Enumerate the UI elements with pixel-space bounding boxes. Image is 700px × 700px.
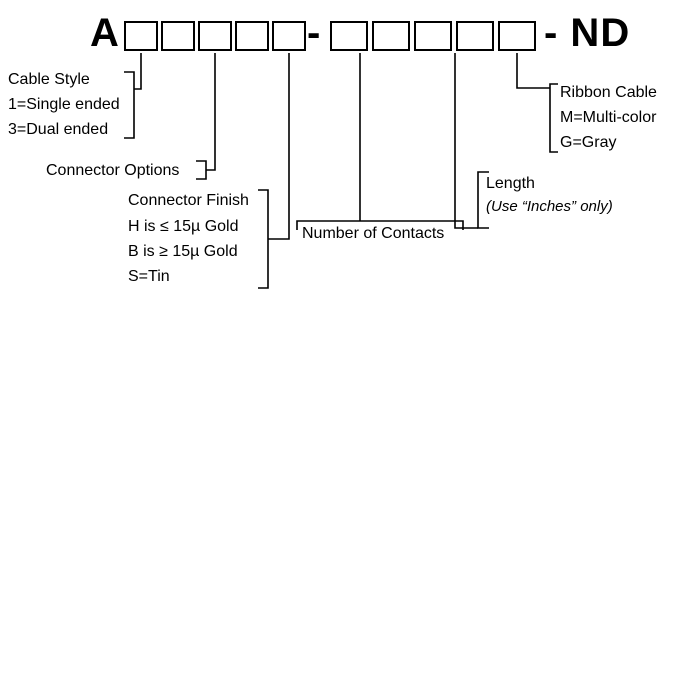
ribbon-cable-option-multicolor: M=Multi-color (560, 109, 657, 126)
part-number-suffix: - ND (544, 11, 631, 55)
digit-box-5 (272, 21, 306, 51)
connector-finish-option-tin: S=Tin (128, 268, 170, 285)
digit-box-4 (235, 21, 269, 51)
ribbon-cable-connector-line (516, 53, 550, 89)
digit-box-7 (372, 21, 410, 51)
part-number-hyphen: - (307, 11, 322, 55)
length-label: Length (486, 175, 535, 192)
connector-finish-bracket (258, 189, 269, 289)
digit-box-2 (161, 21, 195, 51)
length-bracket (477, 171, 489, 229)
connector-finish-option-b-gold: B is ≥ 15µ Gold (128, 243, 238, 260)
cable-style-option-dual-ended: 3=Dual ended (8, 121, 109, 138)
connector-finish-connector-line (268, 53, 290, 240)
ribbon-cable-bracket (549, 83, 558, 153)
length-note: (Use “Inches” only) (486, 198, 613, 215)
digit-box-8 (414, 21, 452, 51)
connector-options-label: Connector Options (46, 162, 180, 179)
connector-options-connector-line (206, 53, 216, 171)
cable-style-connector-line (134, 53, 142, 90)
digit-box-3 (198, 21, 232, 51)
digit-box-9 (456, 21, 494, 51)
ribbon-cable-label: Ribbon Cable (560, 84, 657, 101)
cable-style-bracket (124, 71, 135, 139)
part-number-prefix: A (90, 11, 120, 55)
length-connector-line (454, 53, 478, 229)
digit-box-6 (330, 21, 368, 51)
number-of-contacts-bracket (296, 220, 464, 230)
digit-box-1 (124, 21, 158, 51)
digit-box-10 (498, 21, 536, 51)
connector-finish-label: Connector Finish (128, 192, 249, 209)
cable-style-label: Cable Style (8, 71, 90, 88)
cable-style-option-single-ended: 1=Single ended (8, 96, 120, 113)
number-of-contacts-label: Number of Contacts (302, 225, 445, 242)
connector-options-bracket (196, 160, 207, 180)
ribbon-cable-option-gray: G=Gray (560, 134, 617, 151)
connector-finish-option-h-gold: H is ≤ 15µ Gold (128, 218, 239, 235)
